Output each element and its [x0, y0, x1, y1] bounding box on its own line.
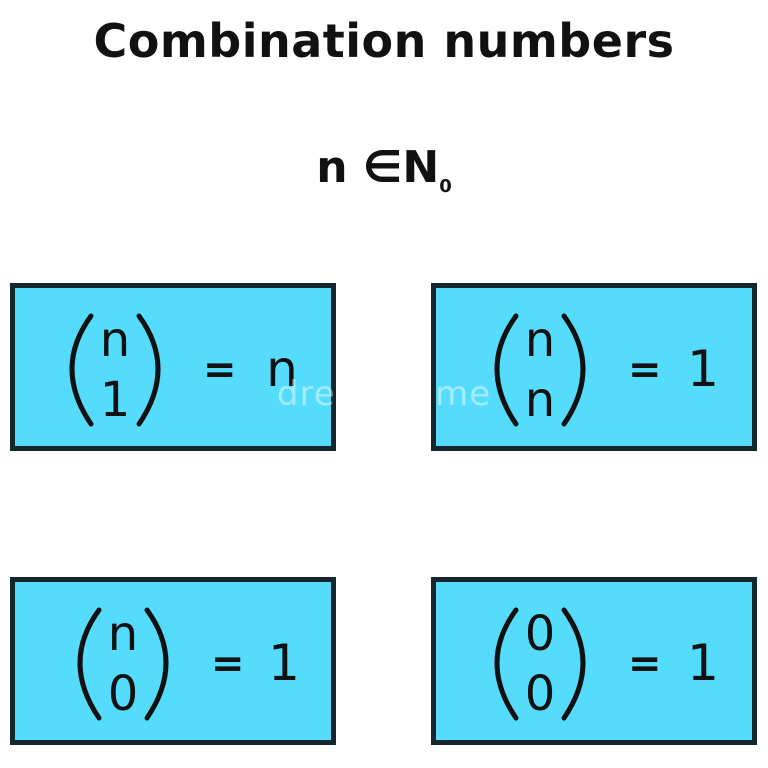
- domain-set: N: [402, 142, 440, 193]
- result-value: n: [266, 340, 298, 398]
- binomial-parentheses-icon: [494, 607, 586, 721]
- result-value: 1: [687, 634, 719, 692]
- element-of-symbol: ∈: [362, 142, 403, 193]
- binomial-top: n: [99, 312, 131, 368]
- binomial-parentheses-icon: [77, 607, 169, 721]
- binomial-bottom: 1: [99, 372, 131, 428]
- watermark: dreamstime: [276, 374, 492, 414]
- result-value: 1: [687, 340, 719, 398]
- combination-card-n-choose-0: n 0 = 1: [10, 577, 336, 745]
- equals-sign: =: [628, 641, 662, 687]
- combination-card-0-choose-0: 0 0 = 1: [431, 577, 757, 745]
- combination-card-n-choose-1: n 1 = n: [10, 283, 336, 451]
- binomial-parentheses-icon: [69, 313, 161, 427]
- binomial-bottom: n: [524, 372, 556, 428]
- binomial-top: n: [107, 606, 139, 662]
- result-value: 1: [268, 634, 300, 692]
- equals-sign: =: [203, 347, 237, 393]
- combination-card-n-choose-n: n n = 1: [431, 283, 757, 451]
- domain-statement: n ∈N0: [0, 142, 768, 197]
- binomial-top: n: [524, 312, 556, 368]
- domain-set-subscript: 0: [439, 176, 452, 197]
- binomial-bottom: 0: [107, 666, 139, 722]
- binomial-top: 0: [524, 606, 556, 662]
- domain-variable: n: [316, 142, 348, 193]
- page-title: Combination numbers: [93, 14, 675, 68]
- binomial-parentheses-icon: [494, 313, 586, 427]
- equals-sign: =: [628, 347, 662, 393]
- binomial-bottom: 0: [524, 666, 556, 722]
- equals-sign: =: [211, 641, 245, 687]
